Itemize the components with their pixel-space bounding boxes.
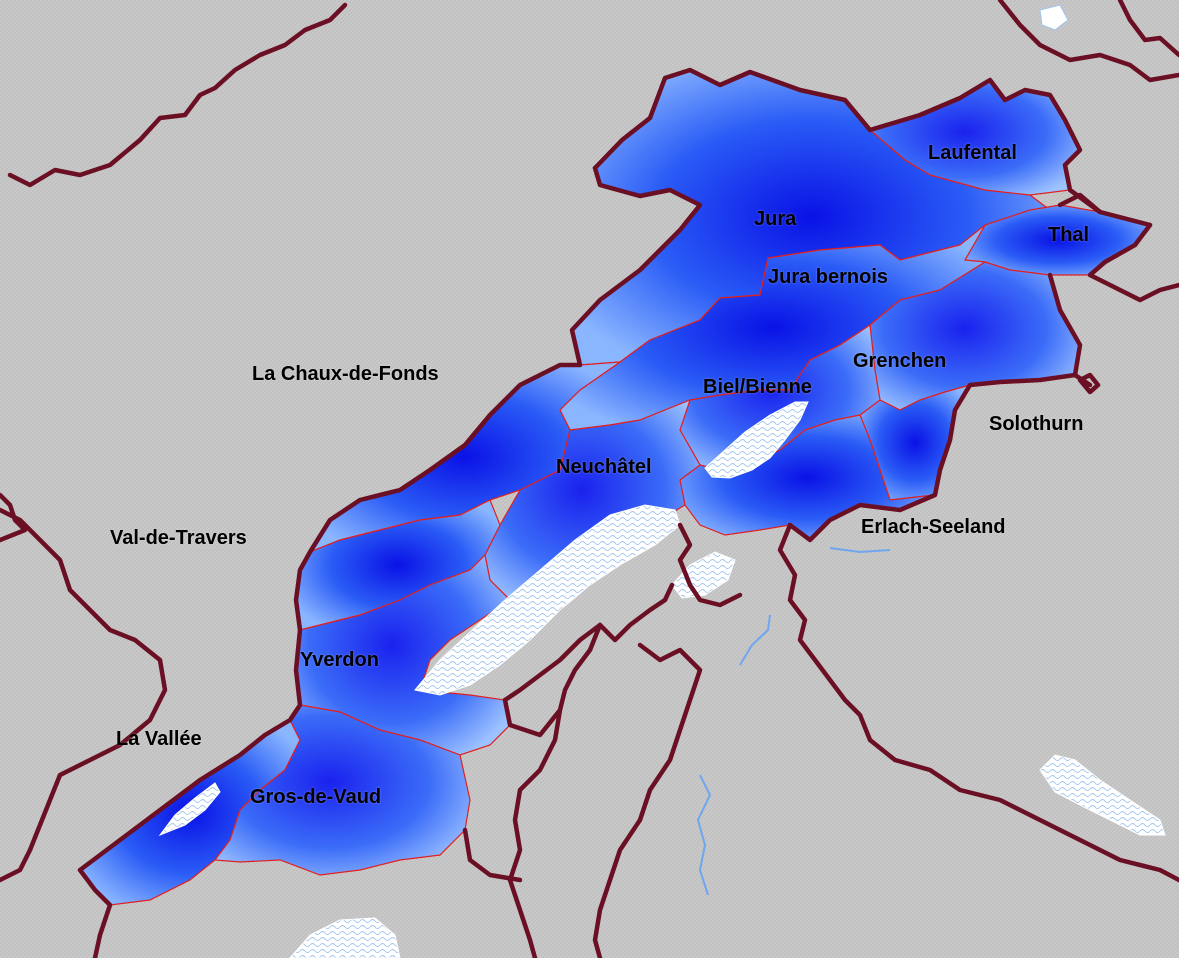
border-west-edge	[0, 492, 28, 543]
border-fribourg-east	[777, 522, 1179, 883]
border-jura-north	[592, 67, 1153, 228]
lake-murten	[671, 551, 736, 599]
label-jura-bernois: Jura bernois	[768, 266, 889, 288]
river-aare	[696, 774, 712, 896]
lake-geneva-edge	[289, 917, 401, 958]
label-erlach-seeland: Erlach-Seeland	[861, 516, 1006, 538]
label-biel-bienne: Biel/Bienne	[703, 376, 812, 398]
border-small-east	[1077, 372, 1101, 395]
river-small	[739, 614, 771, 666]
label-la-vallee: La Vallée	[116, 728, 202, 750]
border-south-lake	[462, 827, 523, 883]
label-val-de-travers: Val-de-Travers	[110, 527, 247, 549]
border-solothurn-south	[787, 372, 1078, 543]
river-seeland	[829, 547, 891, 554]
lakes	[158, 4, 1166, 958]
border-south-central	[507, 707, 563, 958]
border-central-south	[502, 622, 603, 738]
label-solothurn: Solothurn	[989, 413, 1084, 435]
label-grenchen: Grenchen	[853, 350, 947, 372]
label-gros-de-vaud: Gros-de-Vaud	[250, 786, 382, 808]
border-fribourg-middle	[592, 642, 703, 958]
border-jura-west	[77, 165, 703, 873]
border-northwest	[7, 2, 348, 188]
border-jura-east-side	[1057, 192, 1103, 215]
border-east-top	[1117, 0, 1179, 58]
border-vaud-west	[0, 507, 168, 883]
border-northeast	[997, 0, 1179, 83]
border-fribourg-north	[677, 522, 743, 608]
region-gros-de-vaud[interactable]	[213, 704, 471, 876]
label-laufental: Laufental	[928, 142, 1017, 164]
border-east-jura	[1087, 222, 1179, 303]
label-la-chaux-de-fonds: La Chaux-de-Fonds	[252, 363, 439, 385]
lake-biel	[704, 401, 809, 479]
label-yverdon: Yverdon	[300, 649, 379, 671]
label-jura: Jura	[754, 208, 797, 230]
label-thal: Thal	[1048, 224, 1090, 246]
lake-joux	[158, 782, 221, 837]
label-neuchatel: Neuchâtel	[556, 456, 652, 478]
border-vaud-southwest	[77, 867, 113, 958]
lake-small-north	[1039, 4, 1069, 31]
lake-thun	[1039, 754, 1166, 836]
